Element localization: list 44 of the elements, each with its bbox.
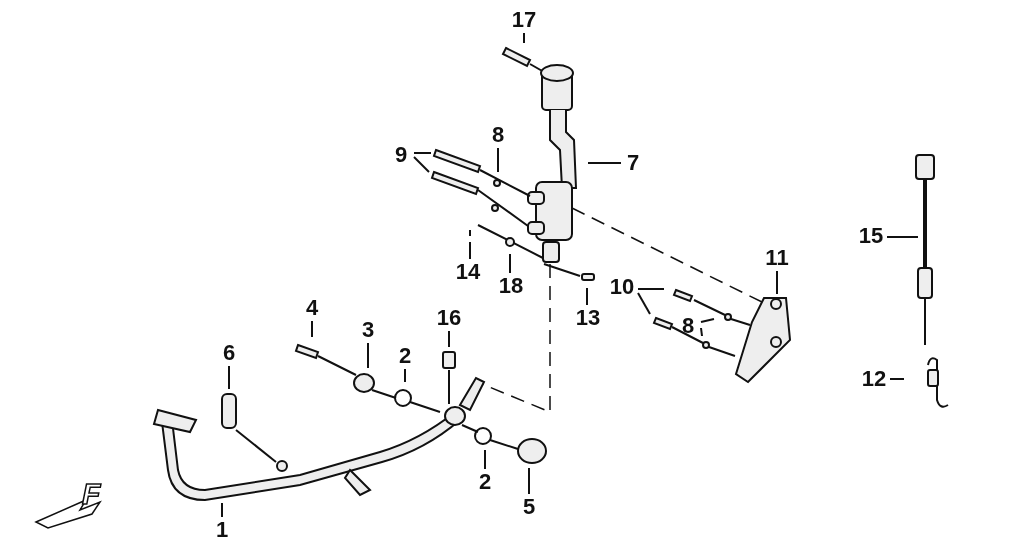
- leader-line: [404, 368, 406, 383]
- leader-line: [509, 253, 511, 274]
- callout-number: 7: [626, 151, 640, 175]
- leader-line: [367, 342, 369, 369]
- leader-line: [413, 156, 430, 173]
- leader-line: [637, 292, 651, 315]
- callout-number: 4: [305, 296, 319, 320]
- leader-line: [886, 236, 919, 238]
- leader-line: [413, 152, 432, 154]
- callout-number: 8: [681, 314, 695, 338]
- callout-number: 2: [398, 344, 412, 368]
- leader-line: [587, 162, 622, 164]
- callout-number: 12: [861, 367, 887, 391]
- leader-line: [484, 449, 486, 470]
- callout-number: 6: [222, 341, 236, 365]
- callout-number: 3: [361, 318, 375, 342]
- leader-line: [586, 287, 588, 306]
- callout-number: 13: [575, 306, 601, 330]
- callout-number: 2: [478, 470, 492, 494]
- callout-number: 15: [858, 224, 884, 248]
- leader-line: [221, 502, 223, 518]
- leader-line: [700, 327, 703, 337]
- callout-number: 8: [491, 123, 505, 147]
- leader-line: [776, 270, 778, 295]
- front-direction-letter: F: [82, 478, 101, 510]
- callout-number: 14: [455, 260, 481, 284]
- callout-number: 5: [522, 495, 536, 519]
- callout-number: 9: [394, 143, 408, 167]
- leader-line: [497, 147, 499, 173]
- leader-line: [228, 365, 230, 390]
- leader-line: [528, 467, 530, 495]
- callout-number: 1: [215, 518, 229, 542]
- leader-line: [469, 241, 471, 260]
- callout-number: 18: [498, 274, 524, 298]
- callout-number: 16: [436, 306, 462, 330]
- leader-line: [523, 32, 525, 44]
- callout-number: 10: [609, 275, 635, 299]
- leader-line: [311, 320, 313, 338]
- leader-line: [637, 288, 665, 290]
- callout-number: 11: [765, 246, 789, 270]
- leader-line: [700, 318, 715, 323]
- leader-line: [889, 378, 905, 380]
- leader-line: [448, 330, 450, 348]
- callout-number: 17: [511, 8, 537, 32]
